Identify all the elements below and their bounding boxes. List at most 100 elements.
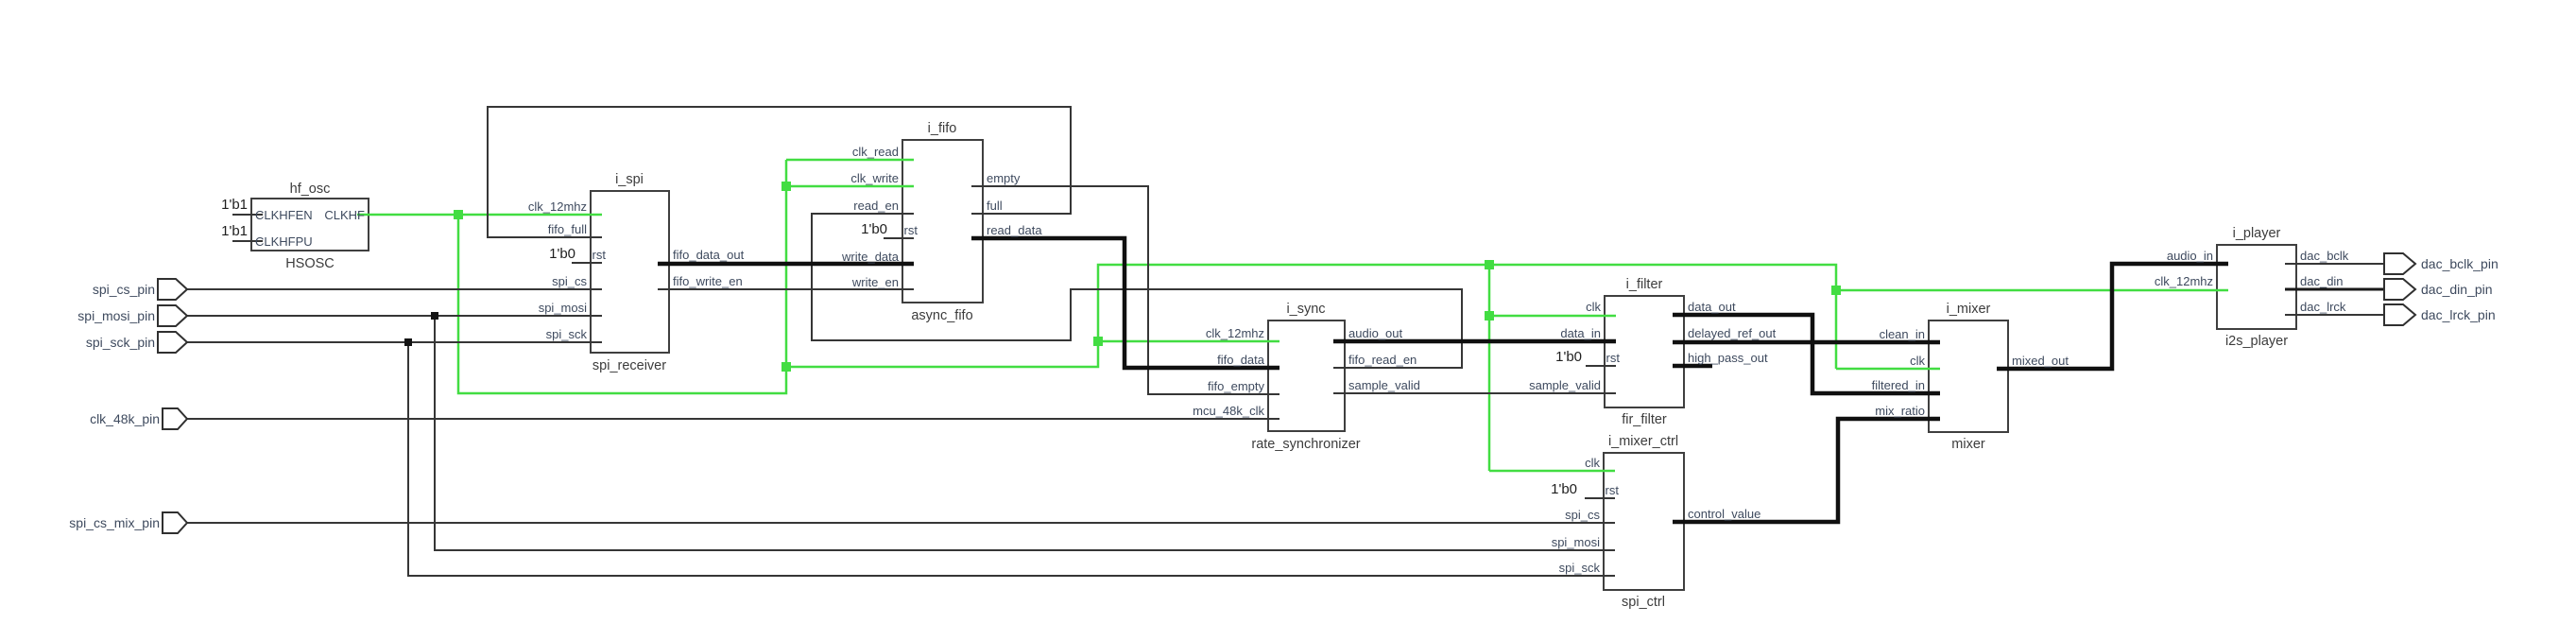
port-label-dac-bclk: dac_bclk xyxy=(2300,249,2349,263)
input-pin-label: spi_cs_mix_pin xyxy=(69,515,160,530)
bus-control-value[interactable] xyxy=(1673,416,1940,525)
port-label-high-pass-out: high_pass_out xyxy=(1688,351,1768,365)
port-label-spi-sck: spi_sck xyxy=(546,327,588,341)
junctions xyxy=(404,182,1841,372)
input-pin-spi-sck[interactable]: spi_sck_pin xyxy=(86,331,189,354)
const-1b1: 1'b1 xyxy=(221,223,248,239)
module-label: spi_receiver xyxy=(592,358,666,373)
port-label-spi-sck: spi_sck xyxy=(1559,561,1601,575)
output-pin-icon xyxy=(2383,252,2417,275)
port-label-sample-valid: sample_valid xyxy=(1348,378,1420,392)
port-label-data-out: data_out xyxy=(1688,300,1736,314)
port-label-fifo-read-en: fifo_read_en xyxy=(1348,353,1417,367)
block-i-fifo[interactable] xyxy=(902,139,984,303)
port-label-write-en: write_en xyxy=(851,275,899,289)
input-pin-label: spi_mosi_pin xyxy=(77,308,155,323)
port-label-fifo-empty: fifo_empty xyxy=(1208,379,1264,393)
input-pin-spi-mosi[interactable]: spi_mosi_pin xyxy=(77,304,189,327)
port-label-mix-ratio: mix_ratio xyxy=(1875,404,1925,418)
bus-read-data[interactable] xyxy=(971,235,1279,371)
input-pin-label: spi_sck_pin xyxy=(86,335,155,350)
port-label-empty: empty xyxy=(987,171,1021,185)
port-label-clk: clk xyxy=(1910,354,1925,368)
port-label-dac-lrck: dac_lrck xyxy=(2300,300,2346,314)
port-label-write-data: write_data xyxy=(841,250,900,264)
instance-label: hf_osc xyxy=(290,182,331,197)
const-stubs xyxy=(232,214,1616,499)
input-pin-icon xyxy=(157,331,189,354)
net-dac-outputs[interactable] xyxy=(2285,263,2387,316)
input-pin-icon xyxy=(162,407,189,430)
port-label-spi-mosi: spi_mosi xyxy=(1552,535,1600,549)
net-spi-sck[interactable] xyxy=(187,341,1615,577)
instance-label: i_filter xyxy=(1626,277,1663,292)
port-label-filtered-in: filtered_in xyxy=(1872,378,1925,392)
port-label-fifo-write-en: fifo_write_en xyxy=(673,274,743,288)
block-i-filter[interactable] xyxy=(1604,295,1685,408)
block-hf-osc[interactable] xyxy=(250,198,369,251)
port-label-fifo-data: fifo_data xyxy=(1217,353,1265,367)
net-clk-12mhz-highlight[interactable] xyxy=(357,158,2228,473)
port-label-data-in: data_in xyxy=(1560,326,1601,340)
const-1b0: 1'b0 xyxy=(549,246,575,262)
input-pin-clk-48k[interactable]: clk_48k_pin xyxy=(90,407,189,430)
port-label-spi-cs: spi_cs xyxy=(552,274,587,288)
port-label-clk: clk xyxy=(1585,456,1600,470)
port-label-clk-12mhz: clk_12mhz xyxy=(528,199,587,214)
module-label: i2s_player xyxy=(2225,334,2288,349)
port-label-clk-12mhz: clk_12mhz xyxy=(2155,274,2213,288)
port-label-read-data: read_data xyxy=(987,223,1042,237)
blocks xyxy=(250,139,2297,591)
module-label: async_fifo xyxy=(911,308,972,323)
instance-label: i_fifo xyxy=(928,121,957,136)
module-label: spi_ctrl xyxy=(1622,595,1665,610)
input-pin-label: clk_48k_pin xyxy=(90,411,160,426)
port-label-control-value: control_value xyxy=(1688,507,1760,521)
output-pin-icon xyxy=(2383,303,2417,326)
const-1b0: 1'b0 xyxy=(861,221,887,237)
port-label-clean-in: clean_in xyxy=(1880,327,1925,341)
instance-label: i_mixer xyxy=(1947,302,1991,317)
input-pin-spi-cs[interactable]: spi_cs_pin xyxy=(93,278,189,301)
port-label-clkhfen: CLKHFEN xyxy=(255,208,313,222)
port-label-audio-out: audio_out xyxy=(1348,326,1402,340)
output-pin-dac-din[interactable]: dac_din_pin xyxy=(2383,278,2493,301)
block-i-player[interactable] xyxy=(2216,244,2297,330)
block-i-sync[interactable] xyxy=(1267,320,1346,432)
net-spi-mosi[interactable] xyxy=(187,315,1615,551)
port-label-clk-read: clk_read xyxy=(852,145,899,159)
input-pin-icon xyxy=(157,304,189,327)
port-label-delayed-ref-out: delayed_ref_out xyxy=(1688,326,1777,340)
input-pin-icon xyxy=(157,278,189,301)
port-label-spi-mosi: spi_mosi xyxy=(539,301,587,315)
module-label: rate_synchronizer xyxy=(1251,437,1360,452)
input-pin-spi-cs-mix[interactable]: spi_cs_mix_pin xyxy=(69,511,189,534)
port-label-fifo-data-out: fifo_data_out xyxy=(673,248,745,262)
output-pin-label: dac_din_pin xyxy=(2421,282,2493,297)
instance-label: i_mixer_ctrl xyxy=(1608,434,1678,449)
block-i-mixer-ctrl[interactable] xyxy=(1603,452,1685,591)
port-label-rst: rst xyxy=(1606,351,1621,365)
port-label-fifo-full: fifo_full xyxy=(548,222,587,236)
input-pin-label: spi_cs_pin xyxy=(93,282,155,297)
port-label-rst: rst xyxy=(904,223,919,237)
port-label-mcu-48k-clk: mcu_48k_clk xyxy=(1193,404,1264,418)
instance-label: i_spi xyxy=(615,172,644,187)
port-label-dac-din: dac_din xyxy=(2300,274,2344,288)
instance-label: i_sync xyxy=(1286,302,1325,317)
port-label-read-en: read_en xyxy=(853,199,899,213)
const-1b1: 1'b1 xyxy=(221,197,248,213)
bus-data-out[interactable] xyxy=(1673,312,1940,396)
block-i-spi[interactable] xyxy=(590,190,670,354)
output-pin-dac-bclk[interactable]: dac_bclk_pin xyxy=(2383,252,2499,275)
output-pin-dac-lrck[interactable]: dac_lrck_pin xyxy=(2383,303,2496,326)
port-label-clk-write: clk_write xyxy=(850,171,899,185)
port-label-clk-12mhz: clk_12mhz xyxy=(1206,326,1264,340)
module-label: mixer xyxy=(1951,437,1985,452)
module-label: HSOSC xyxy=(285,256,335,271)
net-fifo-read-en[interactable] xyxy=(811,213,1463,369)
bus-mixed-out[interactable] xyxy=(1997,261,2228,372)
block-i-mixer[interactable] xyxy=(1928,320,2009,433)
net-fifo-full[interactable] xyxy=(487,106,1072,238)
